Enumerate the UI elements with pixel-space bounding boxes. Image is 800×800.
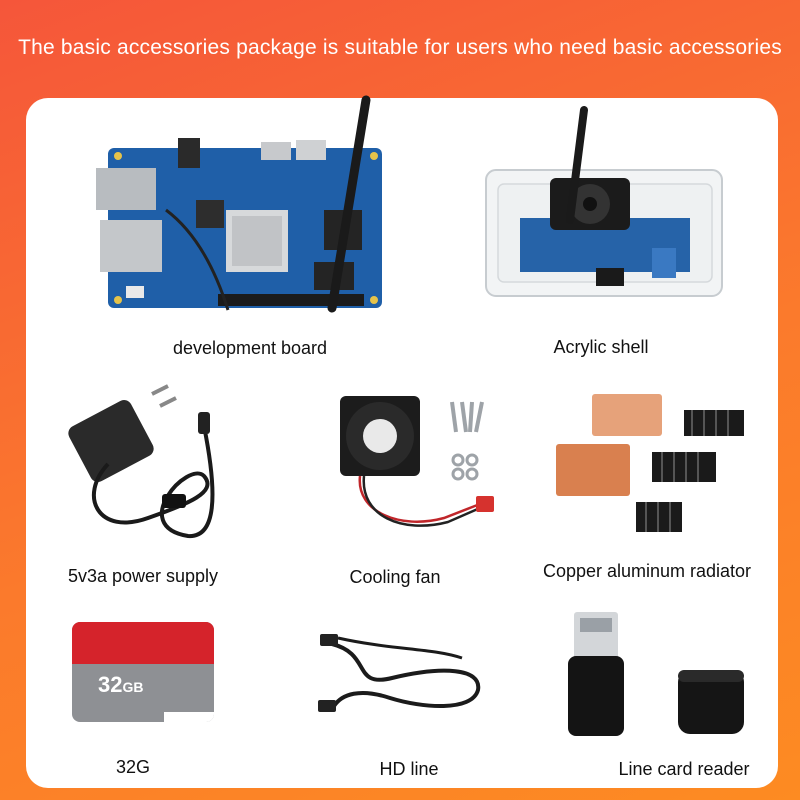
card-reader-image [568, 612, 744, 736]
item-caption: Acrylic shell [553, 337, 649, 357]
development-board-image [96, 95, 382, 313]
item-caption: development board [172, 338, 328, 358]
sd-card-image: 32GB [72, 622, 214, 722]
hdmi-cable-image [318, 634, 481, 712]
item-caption: Line card reader [618, 759, 750, 779]
item-caption: Cooling fan [349, 567, 441, 587]
sd-card-unit: GB [122, 679, 144, 695]
banner-title: The basic accessories package is suitabl… [18, 36, 782, 59]
power-adapter-image [68, 384, 215, 539]
sd-card-capacity: 32 [98, 672, 123, 697]
item-caption: 5v3a power supply [67, 566, 219, 586]
acrylic-case-image [485, 106, 723, 297]
item-caption: 32G [115, 757, 151, 777]
item-caption: Copper aluminum radiator [542, 561, 752, 581]
item-caption: HD line [379, 759, 439, 779]
heatsink-image [556, 394, 744, 532]
cooling-fan-image [340, 396, 494, 527]
